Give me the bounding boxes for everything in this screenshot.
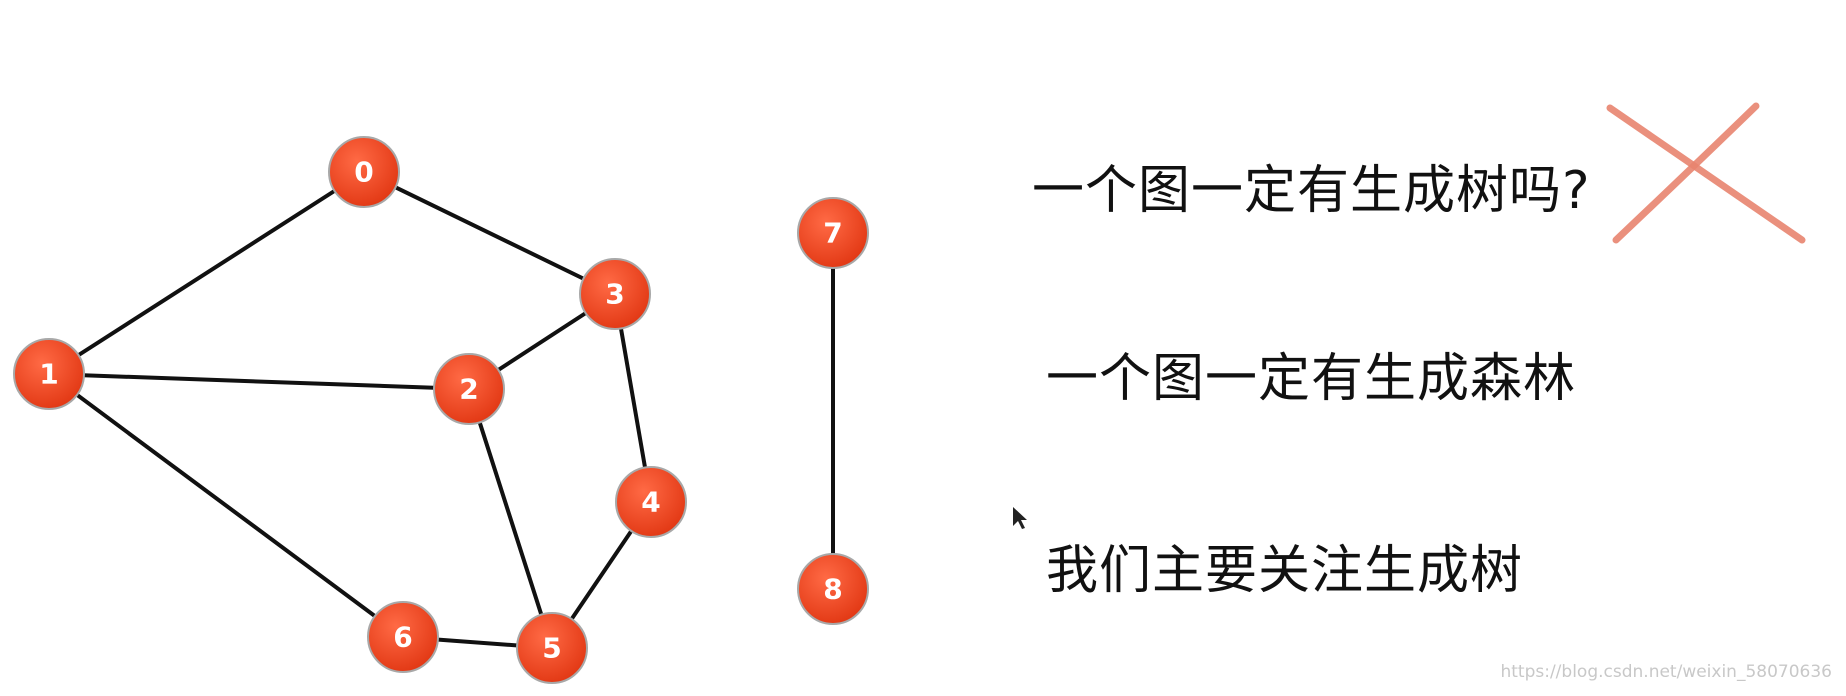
edge-0-1 — [47, 170, 366, 376]
node-8: 8 — [797, 553, 869, 625]
node-circle — [797, 197, 869, 269]
node-circle — [516, 612, 588, 684]
node-label: 8 — [823, 573, 842, 606]
graph-nodes: 0 1 2 3 4 5 6 7 8 — [13, 136, 869, 684]
node-label: 2 — [459, 373, 478, 406]
node-circle — [433, 353, 505, 425]
node-label: 5 — [542, 632, 561, 665]
node-circle — [579, 258, 651, 330]
cross-mark-icon — [1606, 102, 1806, 244]
edge-0-3 — [362, 170, 617, 296]
node-label: 6 — [393, 621, 412, 654]
edge-2-5 — [467, 387, 554, 650]
node-circle — [615, 466, 687, 538]
node-circle — [797, 553, 869, 625]
node-2: 2 — [433, 353, 505, 425]
node-6: 6 — [367, 601, 439, 673]
node-label: 1 — [39, 358, 58, 391]
node-4: 4 — [615, 466, 687, 538]
node-circle — [367, 601, 439, 673]
spanning-forest-statement: 一个图一定有生成森林 — [1046, 349, 1577, 409]
node-label: 4 — [641, 486, 660, 519]
node-3: 3 — [579, 258, 651, 330]
focus-statement: 我们主要关注生成树 — [1046, 541, 1524, 601]
spanning-tree-question: 一个图一定有生成树吗? — [1032, 161, 1591, 221]
node-circle — [13, 338, 85, 410]
mouse-cursor-icon — [1013, 507, 1027, 529]
node-5: 5 — [516, 612, 588, 684]
edge-1-2 — [47, 372, 471, 391]
node-label: 3 — [605, 278, 624, 311]
node-0: 0 — [328, 136, 400, 208]
node-label: 0 — [354, 156, 373, 189]
edge-1-6 — [47, 372, 405, 639]
graph-edges — [47, 170, 835, 650]
node-7: 7 — [797, 197, 869, 269]
node-circle — [328, 136, 400, 208]
node-label: 7 — [823, 217, 842, 250]
node-1: 1 — [13, 338, 85, 410]
watermark-url: https://blog.csdn.net/weixin_58070636 — [1500, 662, 1832, 682]
